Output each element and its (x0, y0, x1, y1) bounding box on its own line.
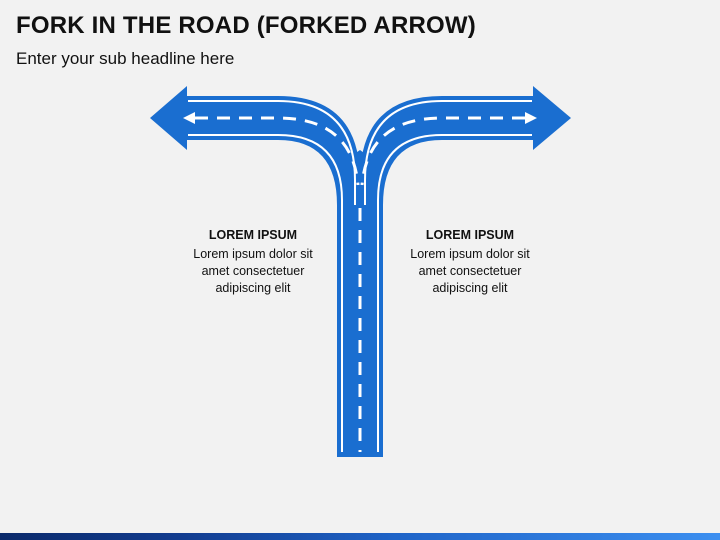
lane-dash-right (360, 116, 525, 186)
lane-dash-left (195, 116, 360, 186)
slide-title: FORK IN THE ROAD (FORKED ARROW) (16, 12, 476, 39)
road-junction (337, 150, 383, 205)
right-heading: LOREM IPSUM (425, 228, 515, 242)
left-text-block: LOREM IPSUM Lorem ipsum dolor sit amet c… (178, 227, 328, 297)
footer-gradient-bar (0, 533, 720, 540)
road-left-branch (187, 96, 360, 205)
right-text-block: LOREM IPSUM Lorem ipsum dolor sit amet c… (395, 227, 545, 297)
arrow-left-icon (150, 86, 187, 150)
right-body: Lorem ipsum dolor sit amet consectetuer … (410, 247, 530, 295)
lane-arrow-right-icon (525, 112, 537, 124)
slide-subtitle: Enter your sub headline here (16, 49, 235, 68)
lane-arrow-left-icon (183, 112, 195, 124)
arrow-right-icon (533, 86, 571, 150)
lane-markings (195, 116, 525, 452)
edge-line (377, 134, 532, 452)
edge-line (188, 134, 343, 452)
left-heading: LOREM IPSUM (208, 228, 298, 242)
road-right-branch (360, 96, 533, 205)
left-body: Lorem ipsum dolor sit amet consectetuer … (193, 247, 313, 295)
